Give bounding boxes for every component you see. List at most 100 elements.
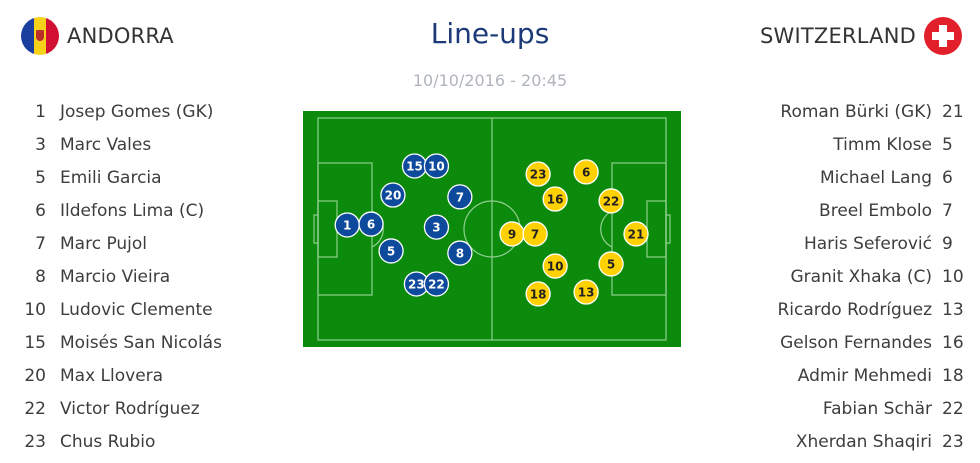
away-player-row: Granit Xhaka (C)10: [778, 260, 967, 293]
home-team-name: ANDORRA: [67, 24, 174, 48]
player-name: Xherdan Shaqiri: [795, 431, 932, 452]
player-name: Breel Embolo: [819, 200, 932, 221]
home-player-marker[interactable]: 6: [358, 211, 384, 237]
player-number: 23: [24, 431, 46, 452]
away-player-marker[interactable]: 21: [623, 221, 649, 247]
marker-number: 23: [408, 277, 425, 291]
home-player-row: 3 Marc Vales: [22, 128, 222, 161]
marker-number: 10: [428, 159, 445, 173]
home-player-marker[interactable]: 8: [447, 240, 473, 266]
player-number: 6: [942, 167, 953, 188]
home-player-marker[interactable]: 10: [423, 153, 450, 179]
home-team-header: ANDORRA: [21, 16, 174, 56]
away-team-header: SWITZERLAND: [760, 16, 962, 56]
marker-number: 6: [367, 218, 375, 232]
away-player-marker[interactable]: 9: [499, 221, 525, 247]
player-name: Ildefons Lima (C): [60, 200, 205, 221]
away-player-row: Timm Klose 5: [778, 128, 967, 161]
home-player-marker[interactable]: 23: [403, 271, 430, 297]
match-datetime: 10/10/2016 - 20:45: [412, 71, 568, 90]
home-player-marker[interactable]: 1: [334, 212, 360, 238]
away-player-marker[interactable]: 18: [525, 281, 551, 307]
player-number: 3: [35, 134, 46, 155]
home-player-row: 6 Ildefons Lima (C): [22, 194, 222, 227]
away-player-marker[interactable]: 16: [542, 186, 568, 212]
away-player-row: Haris Seferović 9: [778, 227, 967, 260]
player-number: 5: [942, 134, 953, 155]
player-number: 20: [24, 365, 46, 386]
marker-number: 9: [508, 227, 516, 241]
player-name: Moisés San Nicolás: [60, 332, 222, 353]
marker-number: 15: [406, 159, 423, 173]
away-player-row: Roman Bürki (GK) 21: [778, 95, 967, 128]
home-player-row: 10 Ludovic Clemente: [22, 293, 222, 326]
player-name: Ludovic Clemente: [60, 299, 213, 320]
marker-number: 18: [530, 287, 547, 301]
player-number: 7: [942, 200, 953, 221]
player-name: Victor Rodríguez: [60, 398, 200, 419]
player-name: Roman Bürki (GK): [780, 101, 932, 122]
player-number: 10: [942, 266, 964, 287]
player-number: 6: [35, 200, 46, 221]
away-player-marker[interactable]: 22: [598, 188, 624, 214]
player-number: 16: [942, 332, 964, 353]
page-title: Line-ups: [430, 17, 550, 50]
player-number: 7: [35, 233, 46, 254]
home-player-marker[interactable]: 15: [401, 153, 428, 179]
player-name: Max Llovera: [60, 365, 164, 386]
away-player-marker[interactable]: 7: [522, 221, 548, 247]
away-team-name: SWITZERLAND: [760, 24, 916, 48]
marker-number: 22: [603, 194, 620, 208]
player-number: 21: [942, 101, 964, 122]
marker-number: 7: [456, 190, 464, 204]
marker-number: 5: [607, 257, 615, 271]
player-name: Gelson Fernandes: [780, 332, 932, 353]
home-player-marker[interactable]: 7: [447, 184, 473, 210]
away-player-row: Xherdan Shaqiri 23: [778, 425, 967, 458]
player-name: Timm Klose: [833, 134, 932, 155]
player-number: 18: [942, 365, 964, 386]
player-number: 5: [35, 167, 46, 188]
marker-number: 7: [531, 227, 539, 241]
away-player-row: Breel Embolo 7: [778, 194, 967, 227]
player-number: 22: [942, 398, 964, 419]
player-name: Haris Seferović: [803, 233, 932, 254]
player-number: 13: [942, 299, 964, 320]
marker-number: 10: [547, 260, 564, 274]
marker-number: 23: [530, 168, 547, 182]
away-player-marker[interactable]: 23: [525, 161, 551, 187]
away-player-marker[interactable]: 6: [573, 159, 599, 185]
home-player-marker[interactable]: 3: [423, 214, 450, 240]
player-name: Marc Vales: [60, 134, 152, 155]
player-name: Marc Pujol: [60, 233, 148, 254]
marker-number: 6: [582, 165, 590, 179]
player-number: 22: [24, 398, 46, 419]
home-player-row: 7 Marc Pujol: [22, 227, 222, 260]
marker-number: 16: [547, 193, 564, 207]
player-number: 10: [24, 299, 46, 320]
andorra-flag-icon: [21, 17, 59, 55]
away-player-marker[interactable]: 13: [573, 279, 599, 305]
pitch-markings: [313, 117, 671, 341]
marker-number: 13: [578, 286, 595, 300]
player-number: 9: [942, 233, 953, 254]
player-number: 23: [942, 431, 964, 452]
away-player-marker[interactable]: 5: [598, 251, 624, 277]
away-player-marker[interactable]: 10: [542, 253, 568, 279]
marker-number: 20: [385, 189, 402, 203]
home-player-marker[interactable]: 5: [378, 238, 404, 264]
switzerland-flag-icon: [924, 17, 962, 55]
player-number: 8: [35, 266, 46, 287]
home-player-marker[interactable]: 20: [380, 182, 406, 208]
home-player-marker[interactable]: 22: [423, 271, 450, 297]
